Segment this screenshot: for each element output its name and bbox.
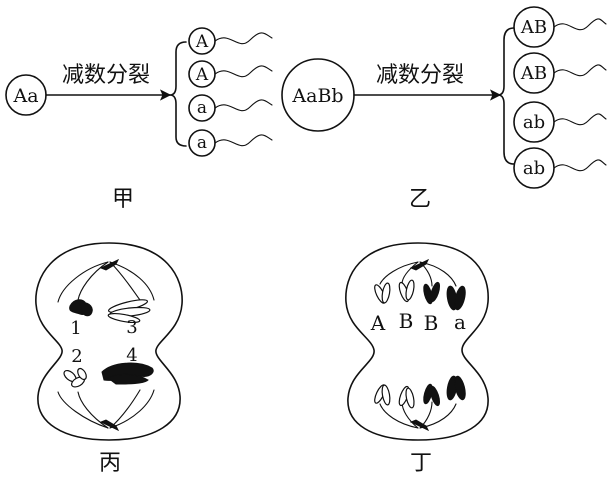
yi-gamete <box>513 6 607 48</box>
ding-gene-label: A <box>370 311 386 335</box>
bing-chromosome-2 <box>63 367 87 388</box>
jia-caption: 甲 <box>112 187 134 212</box>
yi-parent-label: AaBb <box>291 85 343 107</box>
yi-gamete-label: ab <box>523 158 545 179</box>
bing-chromosome-3 <box>107 299 151 324</box>
yi-caption: 乙 <box>409 187 431 212</box>
ding-chromosome-top-4 <box>446 285 466 311</box>
ding-chromosome-top-1 <box>374 282 391 304</box>
yi-arrow-head <box>489 89 502 101</box>
yi-gamete <box>513 52 607 94</box>
ding-gene-label: a <box>454 310 466 334</box>
yi-gamete-label: AB <box>520 63 547 84</box>
jia-gamete <box>188 129 273 157</box>
bing-chromosome-4 <box>101 362 154 385</box>
panel-jia: Aa 减数分裂 A A a a 甲 <box>5 27 273 212</box>
bing-cell-outline <box>35 242 183 441</box>
ding-cell-outline <box>345 242 489 441</box>
bing-chromosome-number: 4 <box>126 345 137 366</box>
jia-gamete-label: a <box>197 98 207 118</box>
yi-gamete-label: AB <box>520 17 547 38</box>
yi-gamete <box>513 101 607 143</box>
jia-brace <box>169 41 187 147</box>
ding-spindle <box>379 261 457 429</box>
panel-bing: 1 3 2 4 丙 <box>35 242 183 476</box>
bing-chromosome-number: 3 <box>126 317 137 338</box>
ding-chromosome-bottom-3 <box>423 383 441 407</box>
ding-caption: 丁 <box>410 451 432 476</box>
jia-arrow-head <box>159 89 172 101</box>
ding-centrosome-top <box>409 258 430 271</box>
yi-gamete <box>513 147 607 189</box>
jia-gamete <box>188 94 273 122</box>
ding-chromosome-bottom-4 <box>446 375 466 401</box>
ding-centrosome-bottom <box>409 419 430 432</box>
bing-chromosome-1 <box>69 299 93 317</box>
bing-spindle <box>57 261 155 429</box>
bing-centrosome-top <box>99 258 120 271</box>
ding-gene-label: B <box>424 311 439 335</box>
ding-chromosome-top-3 <box>423 281 441 305</box>
bing-centrosome-bottom <box>99 419 120 432</box>
panel-ding: A B B a 丁 <box>345 242 489 476</box>
yi-gamete-label: ab <box>523 112 545 133</box>
bing-caption: 丙 <box>99 451 121 476</box>
ding-gene-label: B <box>399 309 414 333</box>
jia-gamete-label: A <box>195 32 209 52</box>
jia-gamete-label: A <box>195 65 209 85</box>
panel-yi: AaBb 减数分裂 AB AB ab ab 乙 <box>281 6 607 212</box>
ding-chromosome-bottom-2 <box>398 385 415 409</box>
yi-process-label: 减数分裂 <box>376 63 464 88</box>
jia-process-label: 减数分裂 <box>62 63 150 88</box>
bing-chromosome-number: 1 <box>70 318 81 339</box>
jia-gamete <box>188 60 273 88</box>
ding-chromosome-bottom-1 <box>374 384 391 406</box>
ding-chromosome-top-2 <box>398 279 415 303</box>
jia-gamete <box>188 27 273 55</box>
yi-brace <box>497 27 515 165</box>
jia-parent-label: Aa <box>12 85 38 107</box>
bing-chromosome-number: 2 <box>71 346 82 367</box>
jia-gamete-label: a <box>197 133 207 153</box>
